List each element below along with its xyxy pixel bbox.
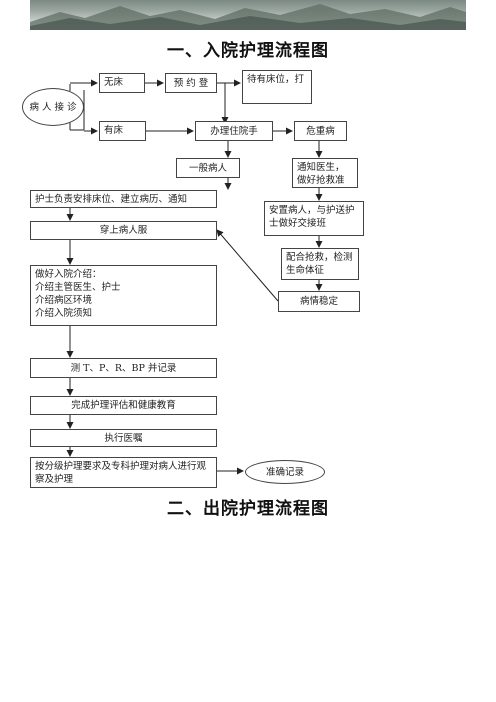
admission-flowchart-title: 一、入院护理流程图 [167,41,329,61]
node-stable: 病情稳定 [278,291,360,312]
node-admission-intro: 做好入院介绍： 介绍主管医生、护士 介绍病区环境 介绍入院须知 [30,265,217,326]
node-settle-patient: 安置病人，与护送护士做好交接班 [264,201,364,236]
node-notify-doctor: 通知医生，做好抢救准 [292,158,358,188]
node-nurse-arrange: 护士负责安排床位、建立病历、通知 [30,190,217,208]
node-general-patient: 一般病人 [176,158,240,178]
discharge-flowchart-title: 二、出院护理流程图 [167,499,329,519]
header-banner [30,0,466,30]
node-accurate-record: 准确记录 [245,460,325,484]
node-wait-bed: 待有床位，打 [242,70,312,104]
mountain-scenery [30,4,466,30]
node-no-bed: 无床 [99,73,145,93]
node-graded-care: 按分级护理要求及专科护理对病人进行观察及护理 [30,457,217,488]
node-execute-orders: 执行医嘱 [30,429,217,447]
node-admission-procedure: 办理住院手 [195,121,273,141]
node-assessment: 完成护理评估和健康教育 [30,396,217,415]
node-measure-vitals: 测 T、P、R、BP 并记录 [30,358,217,378]
node-reservation: 预 约 登 [165,73,217,93]
node-critical-patient: 危重病 [294,121,347,141]
node-patient-reception: 病 人 接 诊 [22,88,84,126]
node-rescue-check: 配合抢救，检测生命体征 [281,248,359,280]
node-wear-gown: 穿上病人服 [30,221,217,240]
node-has-bed: 有床 [99,121,146,141]
